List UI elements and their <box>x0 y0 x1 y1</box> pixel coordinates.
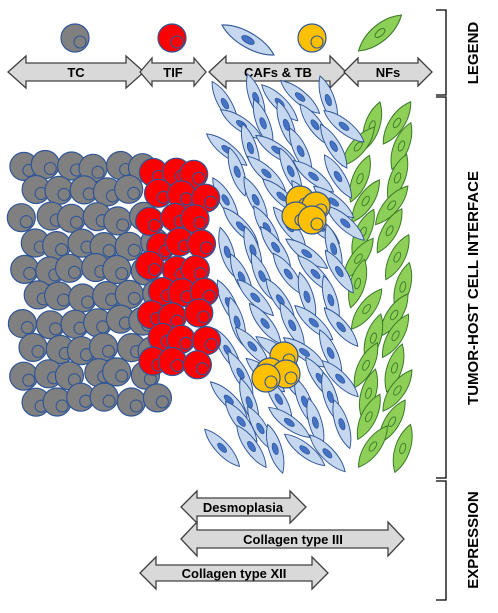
tumor-cell <box>9 361 39 391</box>
tumor-cell <box>142 383 172 413</box>
legend-arrow-nfs <box>343 56 433 88</box>
tumor-cell <box>103 206 133 236</box>
legend-arrows: TC TIF CAFs & TB NFs <box>7 54 433 90</box>
tumor-cell <box>30 149 60 180</box>
tif-cell <box>135 250 165 281</box>
caf-cell-cluster <box>199 71 369 477</box>
tif-cell <box>182 350 212 380</box>
tumor-cell <box>54 253 85 283</box>
tumor-cell <box>18 332 48 362</box>
expression-label-collagen-iii: Collagen type III <box>243 532 343 547</box>
tb-cell <box>297 205 327 235</box>
legend-label-cafs-tb: CAFs & TB <box>244 65 312 80</box>
legend-nf-cell-icon <box>352 8 408 58</box>
expression-arrow-collagen-iii <box>180 520 405 558</box>
tumor-cell <box>102 254 132 285</box>
tif-cell <box>135 206 165 236</box>
tumor-cell <box>6 203 36 233</box>
legend-tb-cell-icon <box>297 23 327 53</box>
legend-label-tc: TC <box>67 65 85 80</box>
tb-cell <box>251 363 281 393</box>
section-brackets <box>436 9 447 601</box>
tumor-cell <box>89 382 119 412</box>
section-label-expression: EXPRESSION <box>465 491 482 589</box>
tumor-cell <box>116 387 146 417</box>
expression-arrow-desmoplasia <box>180 489 307 525</box>
legend-tumor-cell-icon <box>60 23 90 53</box>
tif-cell <box>186 229 217 259</box>
expression-arrows: Desmoplasia Collagen type III Collagen t… <box>139 489 405 591</box>
tumor-cell <box>102 357 132 387</box>
section-label-interface: TUMOR-HOST CELL INTERFACE <box>465 171 482 405</box>
tif-cell <box>184 298 214 328</box>
tumor-cell <box>114 174 144 204</box>
bracket-interface <box>436 96 447 479</box>
tif-cell <box>157 346 187 377</box>
legend-arrow-tif <box>139 56 207 88</box>
expression-label-collagen-xii: Collagen type XII <box>182 566 287 581</box>
section-label-legend: LEGEND <box>465 22 482 85</box>
legend-caf-cell-icon <box>217 17 279 63</box>
legend-label-nfs: NFs <box>376 65 401 80</box>
tumor-cell <box>35 310 66 340</box>
tumor-cell <box>56 203 87 233</box>
tumor-cell <box>42 387 72 417</box>
legend-icons <box>60 8 408 63</box>
tumor-cell <box>114 279 144 309</box>
expression-label-desmoplasia: Desmoplasia <box>203 500 284 515</box>
expression-arrow-collagen-xii <box>139 555 329 591</box>
tumor-cell <box>88 332 119 362</box>
bracket-legend <box>436 9 447 96</box>
bracket-expression <box>436 480 447 601</box>
legend-label-tif: TIF <box>163 65 183 80</box>
tumor-cell <box>10 254 40 284</box>
legend-tif-cell-icon <box>157 23 187 53</box>
tumor-cell <box>44 175 74 205</box>
